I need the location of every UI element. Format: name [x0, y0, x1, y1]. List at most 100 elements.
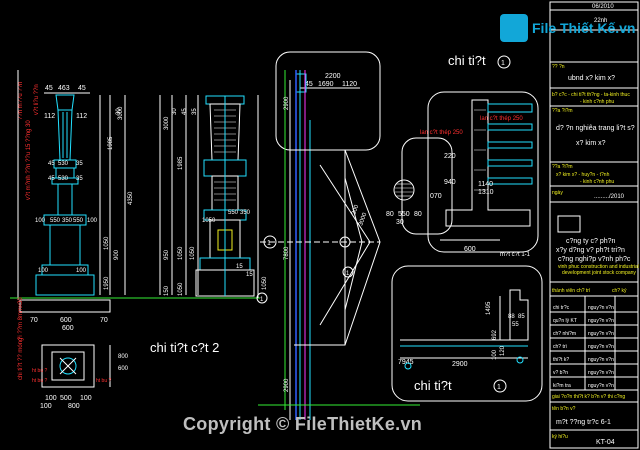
dim: 45: [48, 176, 55, 182]
dim: 35: [76, 176, 83, 182]
dim: 600: [464, 246, 476, 253]
designer-note: b? c?c - chi ti?t th?ng - ta-kinh thuc: [552, 92, 630, 98]
dim: 950: [164, 249, 170, 260]
dim: 1950: [104, 276, 110, 290]
dim: 45: [305, 81, 313, 88]
drawing-title: m?t ??ng tr?c 6-1: [556, 419, 611, 426]
detail-1-top: chi ti?t 1 lan c?t thép 250 lan c?t thép…: [386, 53, 539, 258]
main-elevation: 2200 45 1690 1120 2900 7800 2900 1 300 3…: [256, 51, 420, 420]
pit-note-2: ht bu ?: [32, 378, 48, 384]
project-label: ?? ?n: [552, 64, 565, 70]
dim: 600: [118, 366, 129, 372]
dim: 530: [58, 161, 69, 167]
dim: 15: [246, 272, 253, 278]
axis-number: 1: [260, 297, 264, 303]
dim: 1050: [104, 236, 110, 250]
dim: 35: [76, 161, 83, 167]
pit-note: ht bu ?: [32, 368, 48, 374]
dim: 692: [492, 329, 498, 340]
date-label: ngày: [552, 190, 563, 196]
lamp-note-3: v?t li?u ??n: [34, 84, 40, 115]
dim: 600: [62, 325, 74, 332]
dim: 80: [386, 211, 394, 218]
dim: 1310: [478, 189, 494, 196]
lamp-note: v?t m?nh ??n ??u 15 ??ng 30: [26, 120, 32, 200]
dim: 85: [518, 314, 525, 320]
dim: 500: [60, 395, 72, 402]
lamp-note-2: ??n m??u ??n: [18, 82, 24, 120]
dim: 1985: [178, 156, 184, 170]
dim: 100: [40, 403, 52, 410]
dim: 220: [444, 153, 456, 160]
role-name: nguy?n v?n: [588, 357, 614, 363]
role-name: nguy?n v?n: [588, 383, 614, 389]
dim: 100: [45, 395, 57, 402]
callout-frame-right: [427, 91, 539, 253]
top-note: lan c?t thép 250: [420, 130, 463, 136]
company-5: development joint stock company: [562, 270, 636, 276]
dim: 550: [50, 218, 61, 224]
dim: 550: [228, 210, 239, 216]
location-2: - kinh c?nh phu: [580, 179, 614, 185]
dim: 3000: [164, 116, 170, 130]
detail-1-label-top: chi ti?t: [448, 53, 486, 68]
location-label-2: ??a ?i?m: [552, 164, 573, 170]
dim: 350: [62, 218, 73, 224]
axis-number: 1: [346, 271, 350, 277]
company-3: c?ng nghi?p v?nh ph?c: [558, 256, 631, 263]
dim: 300: [351, 204, 360, 216]
axis-number: 1: [497, 384, 501, 391]
dim: 100: [80, 395, 92, 402]
logo-badge-icon: [500, 14, 528, 42]
scale-value: 22nh: [594, 18, 607, 24]
dim: 120: [500, 345, 506, 356]
axis-number: 1: [267, 240, 271, 247]
drawing-title-label: tên b?n v?: [552, 406, 576, 412]
stage-label: giai ?o?n thi?t k? b?n v? thi c?ng: [552, 394, 625, 400]
role-name: nguy?n v?n: [588, 344, 614, 350]
dim: 1050: [262, 276, 268, 290]
location-label: ??a ?i?m: [552, 108, 573, 114]
role: thi?t k?: [553, 357, 569, 363]
dim: 100: [76, 268, 87, 274]
dim: 112: [76, 113, 87, 120]
sheet-number: KT-04: [596, 439, 615, 446]
role-name: nguy?n v?n: [588, 331, 614, 337]
dim: 070: [430, 193, 442, 200]
dim: 30: [172, 108, 178, 115]
dim: 2900: [284, 96, 290, 110]
owner: ubnd x? kim x?: [568, 75, 615, 82]
company-4: vinh phuc construction and industrial: [558, 264, 639, 270]
location: x? kim x? - huy?n - t?nh: [556, 172, 610, 178]
dim: 7800: [284, 246, 290, 260]
axis-number: 1: [501, 60, 505, 67]
detail-1-label-bottom: chi ti?t: [414, 378, 452, 393]
dim: 55: [512, 322, 519, 328]
dim: 70: [100, 317, 108, 324]
sign-header: ch? ký: [612, 288, 627, 294]
dim: 4350: [128, 191, 134, 205]
dim: 350: [240, 210, 251, 216]
dim: 463: [58, 85, 70, 92]
role-name: nguy?n v?n: [588, 318, 614, 324]
dim: 1050: [190, 246, 196, 260]
dim: 80: [414, 211, 422, 218]
column-detail-label: chi ti?t c?t 2: [150, 340, 219, 355]
dim: 45: [182, 108, 188, 115]
dim: 100: [35, 218, 46, 224]
base-note-2: chi ti?t ?? móng: [18, 338, 24, 380]
company: c?ng ty c? ph?n: [566, 238, 616, 245]
role: ch? nhi?m: [553, 331, 576, 337]
column-2-elevation: 3000 1985 950 1050 1050 1050 150 30 45 3…: [150, 95, 268, 355]
role: v? b?n: [553, 370, 568, 376]
column-1-elevation: v?t m?nh ??n ??u 15 ??ng 30 ??n m??u ??n…: [10, 70, 260, 380]
top-note-2: lan c?t thép 250: [480, 116, 523, 122]
dim: 1120: [342, 81, 357, 88]
project-name-2: x? kim x?: [576, 140, 606, 147]
designer-note-2: - kinh c?nh phu: [580, 99, 614, 105]
dim: 70: [30, 317, 38, 324]
dim: 150: [164, 285, 170, 296]
role: qu?n lý KT: [553, 318, 577, 324]
